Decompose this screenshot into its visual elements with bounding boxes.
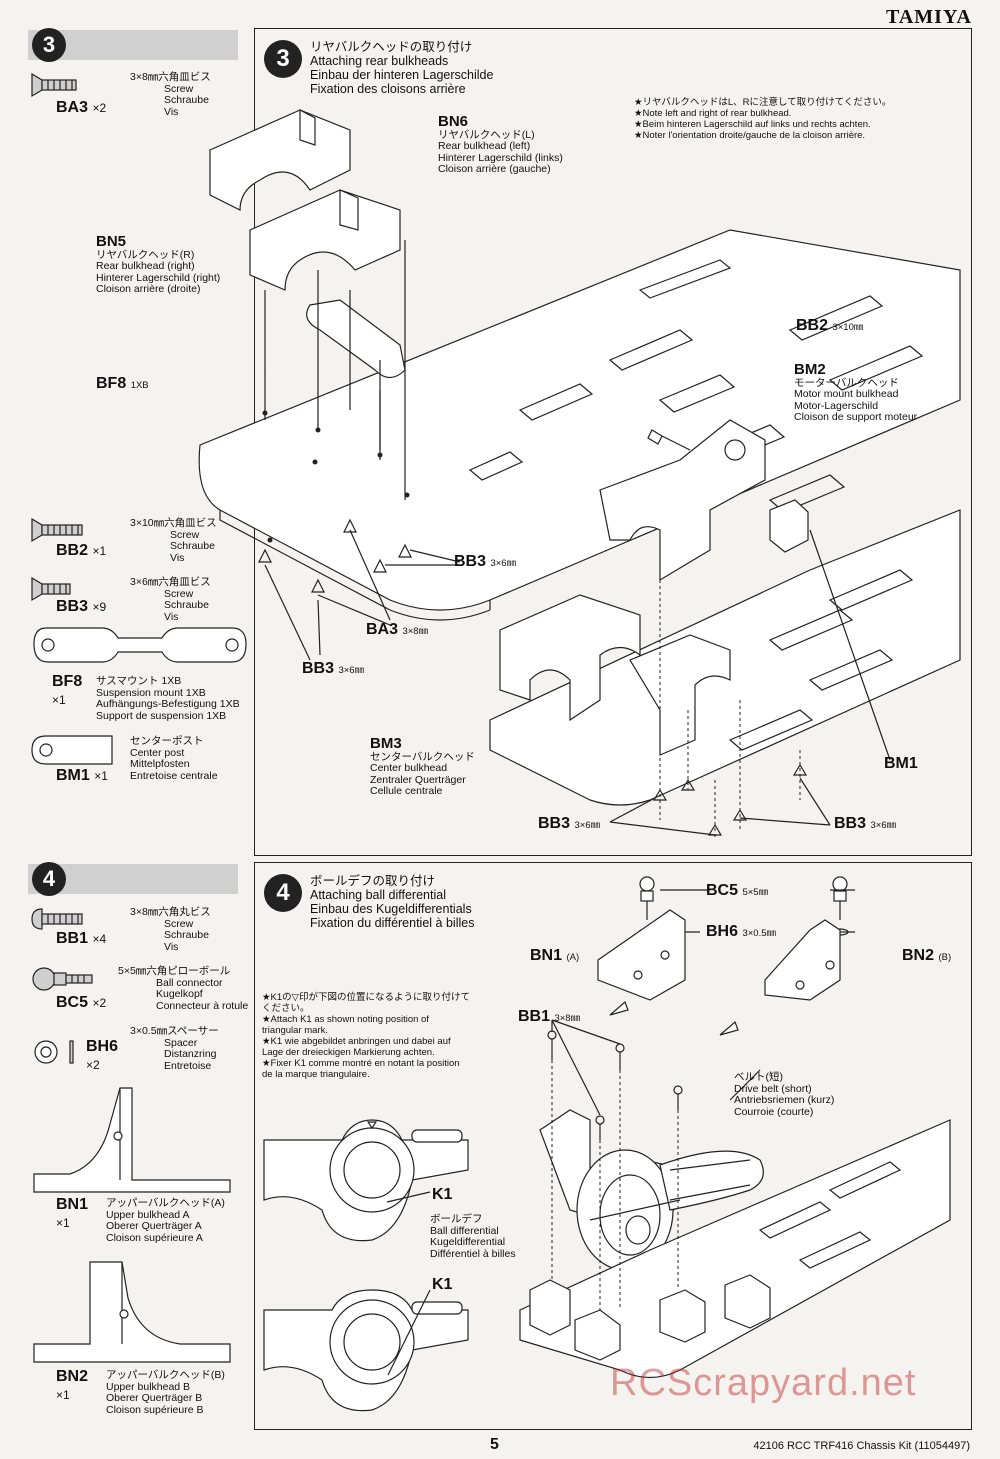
bn2-code: BN2×1 — [56, 1368, 89, 1402]
bc5-desc: 5×5㎜六角ピローボール Ball connector Kugelkopf Co… — [118, 965, 249, 1012]
bn1-desc: アッパーバルクヘッド(A) Upper bulkhead A Oberer Qu… — [106, 1197, 225, 1244]
bh6-callout: BH6 3×0.5㎜ — [706, 923, 777, 940]
step4-panel-number: 4 — [264, 874, 302, 912]
step3-exploded-diagram — [198, 109, 961, 840]
ba3-code: BA3 ×2 — [56, 99, 107, 116]
bm1-center-post-icon — [31, 735, 113, 765]
page-number: 5 — [490, 1436, 499, 1453]
bb1-screw-icon — [31, 908, 83, 930]
bb3-code: BB3 ×9 — [56, 598, 107, 615]
bn2-desc: アッパーバルクヘッド(B) Upper bulkhead B Oberer Qu… — [106, 1369, 225, 1416]
bb1-desc: 3×8㎜六角丸ビス Screw Schraube Vis — [130, 906, 211, 953]
drive-belt-label: ベルト(短) Drive belt (short) Antriebsriemen… — [734, 1071, 835, 1118]
bb3-callout-c: BB3 3×6㎜ — [538, 815, 601, 832]
bh6-desc: 3×0.5㎜スペーサー Spacer Distanzring Entretois… — [130, 1025, 219, 1072]
bn5-label: BN5 リヤバルクヘッド(R) Rear bulkhead (right) Hi… — [96, 233, 221, 295]
bn1-code: BN1×1 — [56, 1196, 89, 1230]
step4-diagram-panel — [254, 862, 972, 1430]
bm1-callout: BM1 — [884, 755, 918, 772]
bc5-ball-connector-icon — [32, 967, 93, 991]
bb2-screw-icon — [31, 517, 83, 543]
k1-callout-b: K1 — [432, 1276, 453, 1293]
bb3-callout-a: BB3 3×6㎜ — [454, 553, 517, 570]
bb3-callout-d: BB3 3×6㎜ — [834, 815, 897, 832]
bf8-desc: サスマウント 1XB Suspension mount 1XB Aufhängu… — [96, 675, 240, 722]
bn6-label: BN6 リヤバルクヘッド(L) Rear bulkhead (left) Hin… — [438, 113, 563, 175]
bb1-callout: BB1 3×8㎜ — [518, 1008, 581, 1025]
bb1-code: BB1 ×4 — [56, 930, 107, 947]
bb3-screw-icon — [31, 576, 71, 602]
watermark-text: RCScrapyard.net — [610, 1362, 917, 1404]
bc5-code: BC5 ×2 — [56, 994, 107, 1011]
step3-note: ★リヤバルクヘッドはL、Rに注意して取り付けてください。 ★Note left … — [634, 97, 892, 141]
step3-number-badge: 3 — [32, 28, 66, 62]
bf8-suspension-mount-icon — [33, 627, 247, 663]
step3-title: リヤバルクヘッドの取り付け Attaching rear bulkheads E… — [310, 40, 494, 96]
bc5-callout: BC5 5×5㎜ — [706, 882, 769, 899]
bn2-callout: BN2 (B) — [902, 947, 952, 964]
ba3-callout: BA3 3×8㎜ — [366, 621, 429, 638]
bm1-code: BM1 ×1 — [56, 767, 108, 784]
bb3-desc: 3×6㎜六角皿ビス Screw Schraube Vis — [130, 576, 211, 623]
bf8-callout: BF8 1XB — [96, 375, 149, 392]
bh6-code: BH6×2 — [86, 1038, 119, 1072]
bf8-code: BF8×1 — [52, 673, 83, 707]
ba3-desc: 3×8㎜六角皿ビス Screw Schraube Vis — [130, 71, 211, 118]
step4-note: ★K1の▽印が下図の位置になるように取り付けてください。 ★Attach K1 … — [262, 992, 470, 1080]
step4-title: ボールデフの取り付け Attaching ball differential E… — [310, 874, 475, 930]
bn1-upper-bulkhead-icon — [33, 1087, 231, 1193]
ball-diff-label: ボールデフ Ball differential Kugeldifferentia… — [430, 1213, 516, 1260]
bm3-label: BM3 センターバルクヘッド Center bulkhead Zentraler… — [370, 735, 475, 797]
k1-position-detail — [263, 1119, 469, 1412]
step3-panel-number: 3 — [264, 40, 302, 78]
step4-number-badge: 4 — [32, 862, 66, 896]
bh6-spacer-icon — [34, 1040, 74, 1064]
bm1-desc: センターポスト Center post Mittelpfosten Entret… — [130, 735, 218, 782]
bn2-upper-bulkhead-icon — [33, 1261, 231, 1363]
step4-exploded-diagram — [519, 876, 951, 1379]
bn1-callout: BN1 (A) — [530, 947, 580, 964]
bb3-callout-b: BB3 3×6㎜ — [302, 660, 365, 677]
bb2-code: BB2 ×1 — [56, 542, 107, 559]
bm2-label: BM2 モーターバルクヘッド Motor mount bulkhead Moto… — [794, 361, 918, 423]
ba3-screw-icon — [31, 72, 77, 98]
step3-header-bar: 3 — [28, 28, 238, 62]
brand-logo: TAMIYA — [885, 6, 972, 28]
footer-kit-code: 42106 RCC TRF416 Chassis Kit (11054497) — [753, 1440, 970, 1452]
step4-header-bar: 4 — [28, 862, 238, 896]
bb2-callout: BB2 3×10㎜ — [796, 317, 864, 334]
bb2-desc: 3×10㎜六角皿ビス Screw Schraube Vis — [130, 517, 217, 564]
k1-callout-a: K1 — [432, 1186, 453, 1203]
